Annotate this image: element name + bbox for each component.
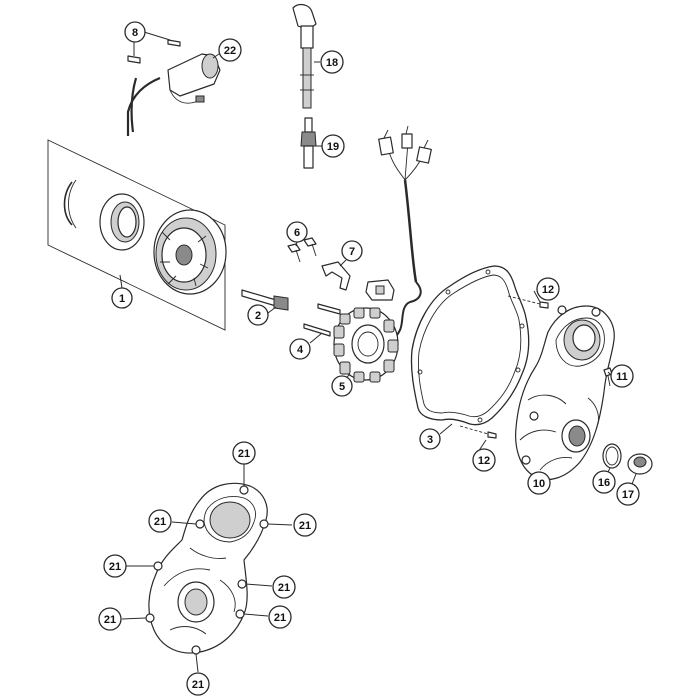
callout-5: 5 — [331, 375, 353, 397]
lower-cover-group — [121, 464, 293, 673]
ignition-coil-group — [126, 31, 223, 136]
callout-17: 17 — [616, 482, 640, 506]
lower-ignition-cover — [148, 482, 268, 654]
callout-19: 19 — [321, 134, 345, 158]
flywheel-kit-group — [47, 139, 227, 331]
callout-label: 3 — [427, 434, 433, 446]
spark-plug-group — [292, 3, 322, 169]
callout-3: 3 — [419, 428, 441, 450]
callout-label: 8 — [132, 27, 138, 39]
screw-6a — [287, 243, 301, 253]
callout-label: 21 — [192, 679, 204, 691]
bolt-4a — [303, 323, 331, 337]
callout-2: 2 — [247, 304, 269, 326]
screw-8b — [127, 55, 141, 64]
cover-gasket — [410, 265, 530, 426]
bolt-2 — [241, 289, 277, 307]
callout-label: 21 — [109, 561, 121, 573]
screw-21-head-b — [195, 519, 205, 529]
fasteners-group — [241, 237, 351, 344]
screw-21-head-f — [145, 613, 155, 623]
callout-1: 1 — [111, 287, 133, 309]
callout-11: 11 — [610, 364, 634, 388]
callout-18: 18 — [320, 50, 344, 74]
callout-label: 21 — [238, 448, 250, 460]
plug-cap-body — [300, 25, 314, 49]
callout-21-top: 21 — [232, 441, 256, 465]
cover-gasket-group — [410, 265, 530, 435]
callout-label: 2 — [255, 310, 261, 322]
callout-12-top: 12 — [536, 277, 560, 301]
callout-label: 22 — [224, 45, 236, 57]
screw-21-head-g — [235, 609, 245, 619]
callout-label: 12 — [542, 284, 554, 296]
ignition-cover-group — [515, 305, 653, 485]
screw-12a — [539, 301, 549, 309]
callout-label: 1 — [119, 293, 125, 305]
stator-group — [333, 307, 399, 383]
callout-label: 7 — [349, 246, 355, 258]
bolt-4b — [317, 303, 341, 315]
coil-cable — [126, 76, 161, 136]
callout-21-lower-left: 21 — [98, 607, 122, 631]
spark-plug-hex — [300, 131, 317, 147]
connector-c — [416, 146, 432, 164]
screw-8a — [167, 39, 181, 47]
screw-6b — [303, 237, 317, 247]
snap-ring — [63, 181, 73, 226]
callout-4: 4 — [289, 338, 311, 360]
callout-label: 5 — [339, 381, 345, 393]
callout-label: 6 — [294, 227, 300, 239]
callout-label: 10 — [533, 478, 545, 490]
screw-21-head-h — [191, 645, 201, 655]
lower-cover-dome — [209, 501, 251, 539]
callout-21-bottom: 21 — [186, 672, 210, 696]
screw-21-head-c — [259, 519, 269, 529]
callout-label: 21 — [278, 582, 290, 594]
spark-plug-thread — [303, 145, 314, 169]
callout-10: 10 — [527, 471, 551, 495]
spark-plug-insulator — [304, 117, 313, 133]
callout-22: 22 — [218, 38, 242, 62]
callout-label: 17 — [622, 489, 634, 501]
callout-12-bottom: 12 — [472, 448, 496, 472]
kit-frame — [47, 139, 226, 331]
callout-21-lower-right: 21 — [268, 605, 292, 629]
callout-6: 6 — [286, 221, 308, 243]
screw-21-head-a — [239, 485, 249, 495]
callout-21-upper-right: 21 — [293, 513, 317, 537]
callout-label: 4 — [297, 344, 304, 356]
callout-7: 7 — [341, 240, 363, 262]
callout-16: 16 — [592, 470, 616, 494]
callout-label: 12 — [478, 455, 490, 467]
callout-21-mid-right: 21 — [272, 575, 296, 599]
callout-label: 19 — [327, 141, 339, 153]
callout-label: 16 — [598, 477, 610, 489]
callout-label: 11 — [616, 371, 628, 383]
connector-a — [378, 136, 394, 156]
callout-label: 21 — [274, 612, 286, 624]
screw-21-head-e — [237, 579, 247, 589]
callout-label: 21 — [154, 516, 166, 528]
screw-12b — [487, 431, 497, 439]
screw-21-head-d — [153, 561, 163, 571]
callout-label: 21 — [299, 520, 311, 532]
plug-connector-tube — [302, 47, 312, 109]
callout-21-upper-left: 21 — [148, 509, 172, 533]
callout-label: 21 — [104, 614, 116, 626]
connector-b — [401, 133, 413, 149]
callout-8: 8 — [124, 21, 146, 43]
callout-21-mid-left: 21 — [103, 554, 127, 578]
wire-bracket — [321, 261, 351, 291]
callout-label: 18 — [326, 57, 338, 69]
cover-screws-12 — [459, 290, 549, 453]
